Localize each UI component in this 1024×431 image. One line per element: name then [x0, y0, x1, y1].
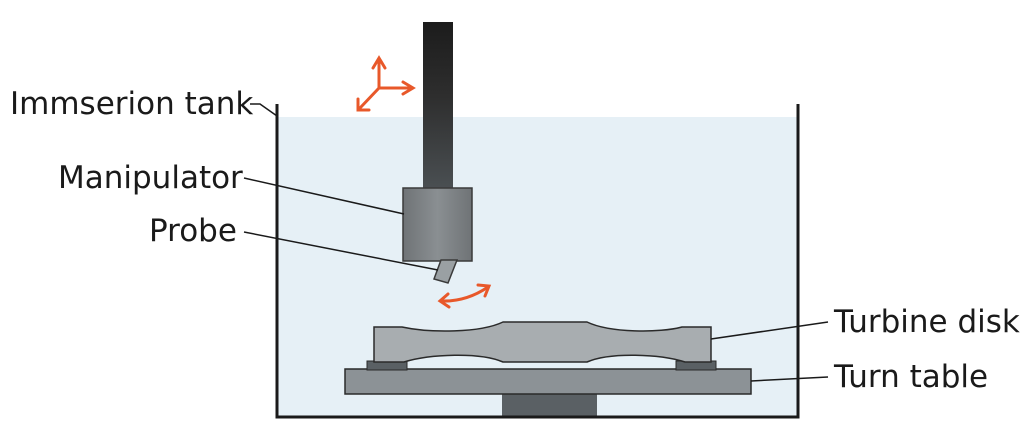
manipulator-shaft — [423, 22, 453, 188]
label-turbine-disk: Turbine disk — [833, 304, 1020, 340]
label-manipulator: Manipulator — [58, 160, 243, 196]
leader-line-turn-table — [750, 376, 829, 382]
leader-line-turbine-disk — [710, 321, 829, 340]
turn-table — [344, 368, 752, 395]
turbine-disk — [373, 321, 712, 363]
leader-line-probe — [243, 231, 439, 271]
label-probe: Probe — [149, 213, 237, 249]
manipulator — [402, 187, 473, 262]
leader-line-manipulator — [243, 177, 405, 215]
probe — [433, 259, 459, 284]
label-turn-table: Turn table — [833, 359, 988, 395]
leader-lines — [243, 103, 829, 382]
probe-rotation-arrow — [437, 283, 492, 309]
xyz-motion-arrows — [356, 55, 416, 112]
immersion-tank — [275, 104, 800, 419]
label-immersion-tank: Immserion tank — [10, 86, 253, 122]
leader-line-tank — [250, 103, 278, 117]
turn-table-column — [502, 393, 597, 417]
